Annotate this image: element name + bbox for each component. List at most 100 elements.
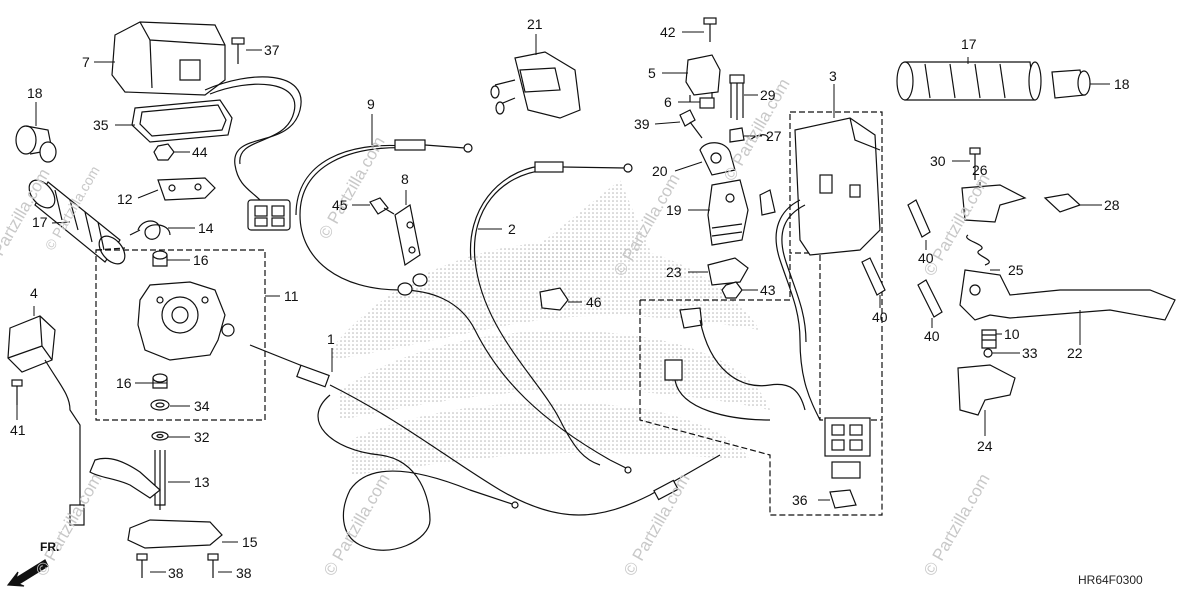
callout-38: 38: [168, 565, 184, 581]
callout-2: 2: [508, 221, 516, 237]
return-spring-part: [129, 220, 171, 240]
callout-25: 25: [1008, 262, 1024, 278]
bushing-16b-part: [152, 373, 168, 389]
cable-clamp-46-part: [539, 287, 569, 311]
handlebar-grip-right: [896, 61, 1042, 101]
brake-cable-9-part: [295, 139, 632, 474]
front-direction-label: FR.: [40, 540, 60, 554]
bolt-40c-part: [917, 279, 943, 318]
switch-wiring-harness: [664, 189, 871, 479]
ball-33-part: [983, 348, 993, 358]
throttle-housing-group-box: [95, 247, 266, 421]
callout-7: 7: [82, 54, 90, 70]
callout-40: 40: [924, 328, 940, 344]
callout-9: 9: [367, 96, 375, 112]
callout-10: 10: [1004, 326, 1020, 342]
callout-8: 8: [401, 171, 409, 187]
callout-16: 16: [116, 375, 132, 391]
nut-43-part: [721, 281, 743, 299]
callout-11: 11: [284, 288, 299, 304]
bolt-45-part: [369, 197, 395, 215]
callout-42: 42: [660, 24, 676, 40]
callout-23: 23: [666, 264, 682, 280]
callout-40: 40: [918, 250, 934, 266]
screw-37-part: [231, 37, 245, 64]
brake-switch-21-part: [490, 51, 581, 119]
screw-41-part: [11, 379, 23, 405]
handlebar-switch-3-part: [794, 117, 881, 256]
callout-20: 20: [652, 163, 668, 179]
callout-36: 36: [792, 492, 808, 508]
switch-holder-20-part: [699, 142, 736, 176]
clip-27-part: [729, 127, 769, 143]
screw-39-part: [679, 109, 703, 139]
callout-6: 6: [664, 94, 672, 110]
throttle-arm-bracket-part: [157, 177, 216, 201]
brake-cable-2-part: [469, 161, 633, 466]
callout-3: 3: [829, 68, 837, 84]
callout-1: 1: [327, 331, 335, 347]
callout-22: 22: [1067, 345, 1083, 361]
callout-15: 15: [242, 534, 258, 550]
relay-5-part: [685, 54, 721, 102]
callout-38: 38: [236, 565, 252, 581]
throttle-cable-1-part: [249, 344, 721, 551]
callout-43: 43: [760, 282, 776, 298]
bearing-34-part: [150, 399, 170, 411]
leader-lines: [16, 31, 1110, 573]
screw-38a-part: [136, 553, 148, 578]
spring-10-part: [981, 329, 997, 349]
screw-38b-part: [207, 553, 219, 578]
bolt-40b-part: [861, 257, 886, 296]
honda-wing-logo-background: [330, 180, 770, 475]
handlebar-grip-left: [28, 179, 126, 265]
handlebar-end-plug-right: [1051, 69, 1091, 99]
bushing-16a-part: [152, 250, 168, 267]
throttle-switch-wire: [204, 76, 302, 231]
callout-18: 18: [1114, 76, 1130, 92]
callout-41: 41: [10, 422, 26, 438]
screw-30-part: [969, 147, 981, 180]
callout-39: 39: [634, 116, 650, 132]
callout-40: 40: [872, 309, 888, 325]
callout-4: 4: [30, 285, 38, 301]
callout-17: 17: [961, 36, 977, 52]
callout-14: 14: [198, 220, 214, 236]
callout-46: 46: [586, 294, 602, 310]
bracket-23-part: [707, 257, 749, 286]
callout-34: 34: [194, 398, 210, 414]
throttle-housing-cover-part: [111, 21, 226, 96]
connector-holder-36-part: [829, 489, 857, 509]
callout-37: 37: [264, 42, 280, 58]
bolt-29-part: [729, 74, 745, 120]
callout-26: 26: [972, 162, 988, 178]
callout-28: 28: [1104, 197, 1120, 213]
bolt-40a-part: [907, 199, 931, 238]
gasket-part: [131, 99, 233, 143]
callout-17: 17: [32, 214, 48, 230]
front-direction-arrow-icon: [6, 559, 49, 587]
callout-19: 19: [666, 202, 682, 218]
callout-5: 5: [648, 65, 656, 81]
throttle-housing-part: [137, 281, 235, 361]
cap-6-part: [699, 97, 715, 109]
callout-16: 16: [193, 252, 209, 268]
washer-32-part: [151, 431, 169, 441]
throttle-lever-part: [89, 450, 166, 510]
callout-18: 18: [27, 85, 43, 101]
lever-cover-part: [127, 519, 223, 549]
callout-21: 21: [527, 16, 543, 32]
switch-bracket-19-part: [707, 179, 749, 246]
cable-bracket-8-part: [394, 204, 421, 266]
callout-45: 45: [332, 197, 348, 213]
callout-44: 44: [192, 144, 208, 160]
callout-30: 30: [930, 153, 946, 169]
callout-13: 13: [194, 474, 210, 490]
lever-cover-28-part: [1043, 193, 1082, 213]
brake-lever-22-part: [959, 269, 1176, 321]
diagram-code: HR64F0300: [1078, 573, 1143, 587]
nut-44-part: [153, 143, 175, 161]
callout-24: 24: [977, 438, 993, 454]
callout-33: 33: [1022, 345, 1038, 361]
